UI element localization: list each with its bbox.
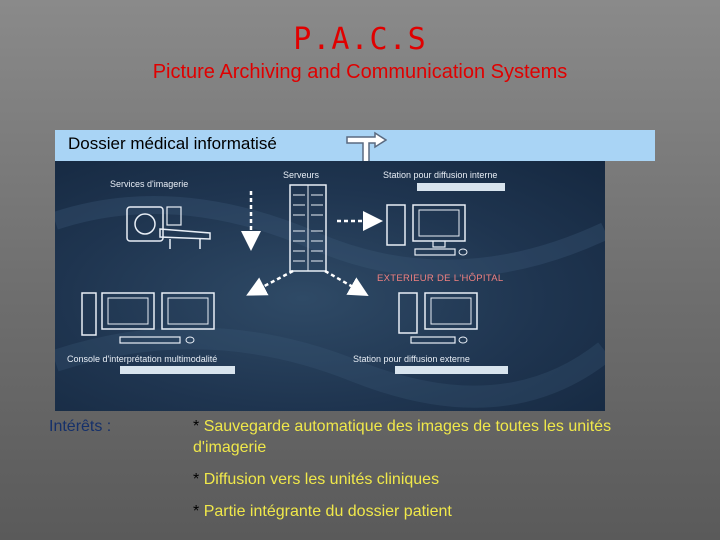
bullet-dossier: * Partie intégrante du dossier patient xyxy=(193,503,452,521)
pacs-diagram: Services d'imagerie Serveurs Station pou… xyxy=(55,161,605,411)
computer-icon xyxy=(81,292,215,344)
page-subtitle: Picture Archiving and Communication Syst… xyxy=(152,61,568,83)
bullet-text: Partie intégrante du dossier patient xyxy=(203,503,452,520)
label-strip xyxy=(120,366,235,374)
bullet-text: Diffusion vers les unités cliniques xyxy=(203,471,440,488)
bullet-sauvegarde: * Sauvegarde automatique des images de t… xyxy=(193,418,611,436)
label-exterieur: EXTERIEUR DE L'HÔPITAL xyxy=(377,273,504,284)
label-console: Console d'interprétation multimodalité xyxy=(67,354,218,364)
bullet-star: * xyxy=(193,471,200,488)
bullet-text: d'imagerie xyxy=(193,439,267,456)
label-strip xyxy=(417,183,505,191)
label-strip xyxy=(395,366,508,374)
label-serveurs: Serveurs xyxy=(283,170,320,180)
bullet-diffusion: * Diffusion vers les unités cliniques xyxy=(193,471,439,489)
dossier-label: Dossier médical informatisé xyxy=(68,134,277,153)
label-station-externe: Station pour diffusion externe xyxy=(353,354,470,364)
server-rack-icon xyxy=(289,184,327,272)
computer-icon xyxy=(398,292,478,344)
bullet-text: Sauvegarde automatique des images de tou… xyxy=(203,418,612,435)
label-services-imagerie: Services d'imagerie xyxy=(110,179,189,189)
bullet-star: * xyxy=(193,418,200,435)
flow-arrows xyxy=(241,191,383,296)
workstation-icon xyxy=(386,204,468,256)
label-station-interne: Station pour diffusion interne xyxy=(383,170,498,180)
dossier-bar xyxy=(55,130,655,161)
bullet-sauvegarde-cont: d'imagerie xyxy=(193,439,266,457)
interets-label: Intérêts : xyxy=(49,418,112,435)
bullet-star: * xyxy=(193,503,200,520)
scanner-icon xyxy=(126,206,211,249)
page-title: P.A.C.S xyxy=(293,22,427,57)
